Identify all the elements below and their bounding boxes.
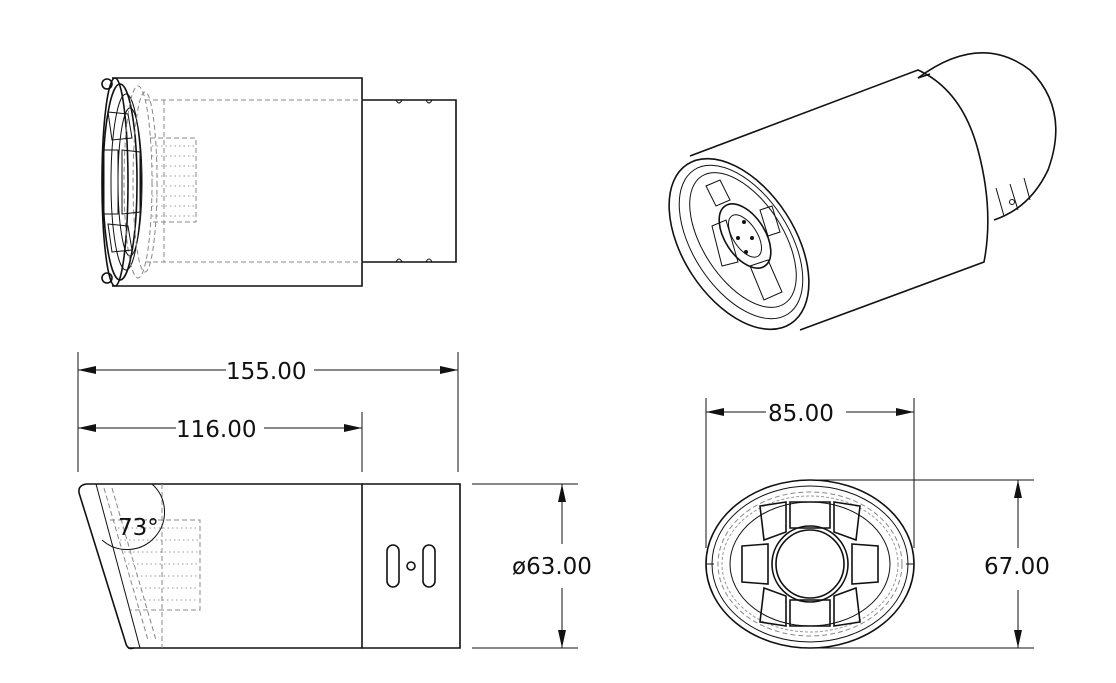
- inlet-diameter-label: ø63.00: [512, 554, 592, 580]
- cut-angle-label: 73°: [118, 515, 159, 541]
- dimension-outlet-width: 85.00: [705, 398, 915, 548]
- isometric-view: [668, 52, 1057, 331]
- outlet-width-label: 85.00: [768, 401, 834, 427]
- top-view: [101, 77, 457, 287]
- petal-ring: [741, 501, 879, 627]
- outlet-height-label: 67.00: [984, 554, 1050, 580]
- dimension-body-length: 116.00: [78, 412, 363, 472]
- dimension-outlet-height: 67.00: [814, 479, 1050, 649]
- body-length-label: 116.00: [176, 417, 256, 443]
- dimension-total-length: 155.00: [77, 352, 459, 472]
- dimension-inlet-diameter: ø63.00: [472, 483, 592, 649]
- front-view: [705, 479, 915, 649]
- total-length-label: 155.00: [226, 359, 306, 385]
- side-view: 73°: [78, 483, 461, 650]
